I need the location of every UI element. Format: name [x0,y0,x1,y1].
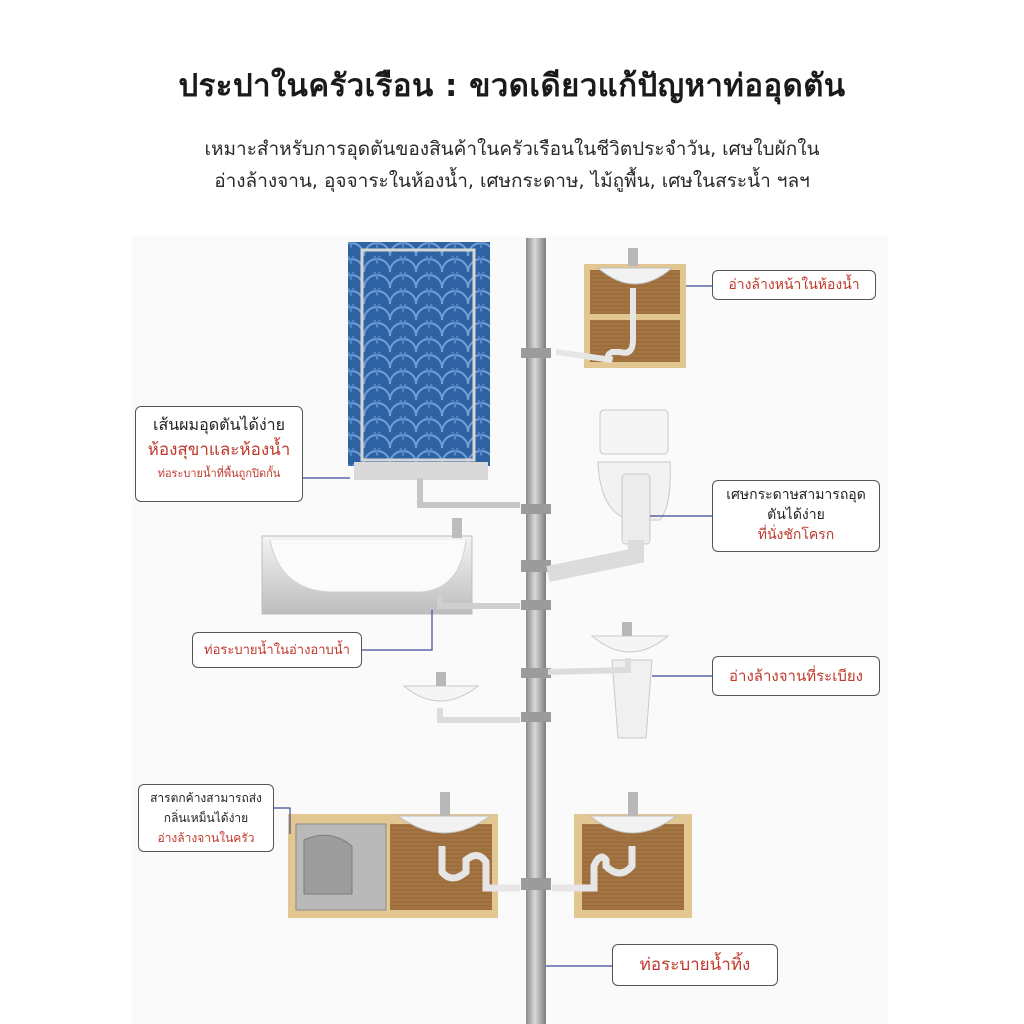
label-toilet-paper: เศษกระดาษสามารถอุด ตันได้ง่าย ที่นั่งชัก… [712,480,880,552]
label-main-drain: ท่อระบายน้ำทิ้ง [612,944,778,986]
label-bathtub-drain: ท่อระบายน้ำในอ่างอาบน้ำ [192,632,362,668]
leader-lines [272,285,712,967]
subtitle-line-2: อ่างล้างจาน, อุจจาระในห้องน้ำ, เศษกระดาษ… [214,170,810,192]
page-title: ประปาในครัวเรือน : ขวดเดียวแก้ปัญหาท่ออุ… [178,68,846,104]
shower-wall [348,242,520,508]
small-wall-sink [402,672,520,723]
kitchen-cabinet-right [552,792,692,918]
bathtub [261,518,520,615]
label-bathroom-sink: อ่างล้างหน้าในห้องน้ำ [712,270,876,300]
label-kitchen-sink: สารตกค้างสามารถส่ง กลิ่นเหม็นได้ง่าย อ่า… [138,784,274,852]
label-balcony-sink: อ่างล้างจานที่ระเบียง [712,656,880,696]
toilet [546,409,671,582]
diagram-background [132,236,888,1024]
kitchen-cabinet [288,792,520,918]
label-hair-clog: เส้นผมอุดตันได้ง่าย ห้องสุขาและห้องน้ำ ท… [135,406,303,502]
balcony-pedestal-sink [547,622,670,739]
subtitle-line-1: เหมาะสำหรับการอุดตันของสินค้าในครัวเรือน… [204,138,820,160]
bathroom-basin-cabinet [555,248,686,368]
main-drain-pipe [521,238,551,1024]
